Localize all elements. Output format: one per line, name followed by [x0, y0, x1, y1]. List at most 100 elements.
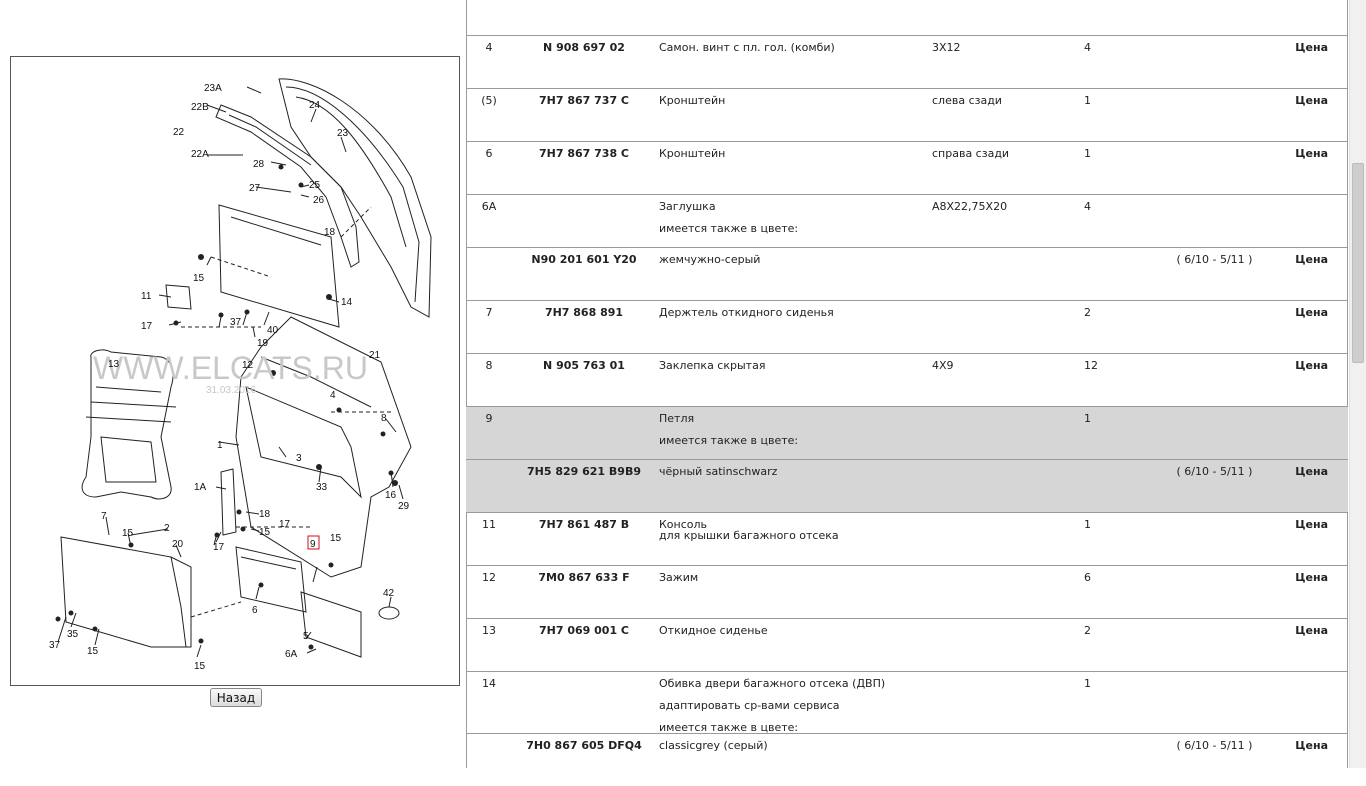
- position-cell: 4: [466, 34, 512, 88]
- spec-cell: [929, 564, 1081, 618]
- parts-diagram: WWW.ELCATS.RU 31.03.2016 23A 22B 22 22A …: [10, 56, 460, 686]
- date-range-cell: [1161, 564, 1268, 618]
- part-note-2: имеется также в цвете:: [659, 720, 799, 733]
- callout-label: 26: [313, 195, 325, 206]
- back-button[interactable]: Назад: [210, 688, 262, 707]
- spec-cell: слева сзади: [929, 87, 1081, 141]
- price-link[interactable]: Цена: [1295, 40, 1328, 54]
- part-name: Самон. винт с пл. гол. (комби): [659, 40, 835, 54]
- part-number: 7H7 868 891: [544, 305, 624, 319]
- part-name-continued: для крышки багажного отсека: [659, 528, 839, 542]
- price-cell[interactable]: Цена: [1268, 352, 1348, 406]
- part-name-cell: Откидное сиденье: [656, 617, 929, 671]
- spec-cell: [929, 458, 1081, 512]
- callout-label: 40: [267, 325, 279, 336]
- spec-cell: [929, 617, 1081, 671]
- part-name: Петля: [659, 411, 695, 425]
- price-cell[interactable]: Цена: [1268, 0, 1348, 35]
- position-number: 6: [485, 146, 493, 160]
- price-link[interactable]: Цена: [1295, 623, 1328, 637]
- part-name: Кронштейн: [659, 146, 726, 160]
- price-link[interactable]: Цена: [1295, 517, 1328, 531]
- callout-label: 15: [194, 661, 206, 672]
- callout-label: 23A: [204, 83, 222, 94]
- quantity: 1: [1084, 676, 1091, 690]
- quantity: 1: [1084, 517, 1091, 531]
- price-cell[interactable]: Цена: [1268, 458, 1348, 512]
- vertical-scrollbar[interactable]: [1349, 0, 1366, 768]
- quantity-cell: 1: [1081, 0, 1161, 35]
- spec-cell: 3X12: [929, 34, 1081, 88]
- callout-label: 24: [309, 100, 321, 111]
- part-number: 7H0 867 605 DFQ4: [526, 738, 642, 752]
- part-name: Кронштейн: [659, 93, 726, 107]
- price-cell[interactable]: Цена: [1268, 732, 1348, 786]
- part-name: жемчужно-серый: [659, 252, 761, 266]
- price-cell[interactable]: Цена: [1268, 617, 1348, 671]
- spec-cell: [929, 732, 1081, 786]
- quantity: 1: [1084, 146, 1091, 160]
- callout-label: 15: [259, 527, 271, 538]
- quantity-cell: 1: [1081, 511, 1161, 565]
- price-cell[interactable]: Цена: [1268, 246, 1348, 300]
- part-name-cell: Кронштейн: [656, 87, 929, 141]
- position-cell: 12: [466, 564, 512, 618]
- price-cell[interactable]: Цена: [1268, 140, 1348, 194]
- quantity: 2: [1084, 623, 1091, 637]
- scrollbar-thumb[interactable]: [1352, 163, 1364, 363]
- part-number-cell: N90 201 601 Y20: [512, 246, 656, 300]
- date-range-cell: [1161, 140, 1268, 194]
- date-range-cell: ( 6/10 - 5/11 ): [1161, 732, 1268, 786]
- price-link[interactable]: Цена: [1295, 146, 1328, 160]
- part-number-cell: N 908 697 02: [512, 34, 656, 88]
- callout-label: 16: [385, 490, 397, 501]
- price-cell[interactable]: Цена: [1268, 564, 1348, 618]
- part-number-cell: 7M0 867 633 F: [512, 564, 656, 618]
- spec-cell: [929, 0, 1081, 35]
- callout-label: 15: [193, 273, 205, 284]
- position-cell: [466, 246, 512, 300]
- date-range-cell: [1161, 0, 1268, 35]
- callout-label: 4: [330, 390, 336, 401]
- date-range-cell: [1161, 193, 1268, 247]
- price-cell: [1268, 193, 1348, 247]
- price-link[interactable]: Цена: [1295, 305, 1328, 319]
- price-link[interactable]: Цена: [1295, 570, 1328, 584]
- part-name: Консоль: [659, 517, 708, 531]
- price-link[interactable]: Цена: [1295, 252, 1328, 266]
- callout-label: 5: [303, 631, 309, 642]
- part-number-cell: 7H7 867 838 A: [512, 0, 656, 35]
- callout-label: 12: [242, 360, 254, 371]
- price-link[interactable]: Цена: [1295, 464, 1328, 478]
- price-cell[interactable]: Цена: [1268, 87, 1348, 141]
- position-cell: 6: [466, 140, 512, 194]
- position-number: 6A: [481, 199, 497, 213]
- callout-label: 2: [164, 523, 170, 534]
- price-link[interactable]: Цена: [1295, 738, 1328, 752]
- position-number: (5): [481, 93, 497, 107]
- price-link[interactable]: Цена: [1295, 358, 1328, 372]
- callout-label: 22A: [191, 149, 209, 160]
- callout-label: 17: [279, 519, 291, 530]
- quantity-cell: 1: [1081, 87, 1161, 141]
- part-spec: 3X12: [932, 40, 961, 54]
- quantity-cell: [1081, 458, 1161, 512]
- position-cell: 14: [466, 670, 512, 733]
- callout-label: 42: [383, 588, 395, 599]
- price-cell[interactable]: Цена: [1268, 34, 1348, 88]
- quantity-cell: 1: [1081, 670, 1161, 733]
- price-cell[interactable]: Цена: [1268, 299, 1348, 353]
- part-name: Заклепка скрытая: [659, 358, 766, 372]
- quantity-cell: [1081, 246, 1161, 300]
- part-name: Зажим: [659, 570, 699, 584]
- price-link[interactable]: Цена: [1295, 93, 1328, 107]
- quantity-cell: [1081, 732, 1161, 786]
- quantity-cell: 2: [1081, 617, 1161, 671]
- price-cell[interactable]: Цена: [1268, 511, 1348, 565]
